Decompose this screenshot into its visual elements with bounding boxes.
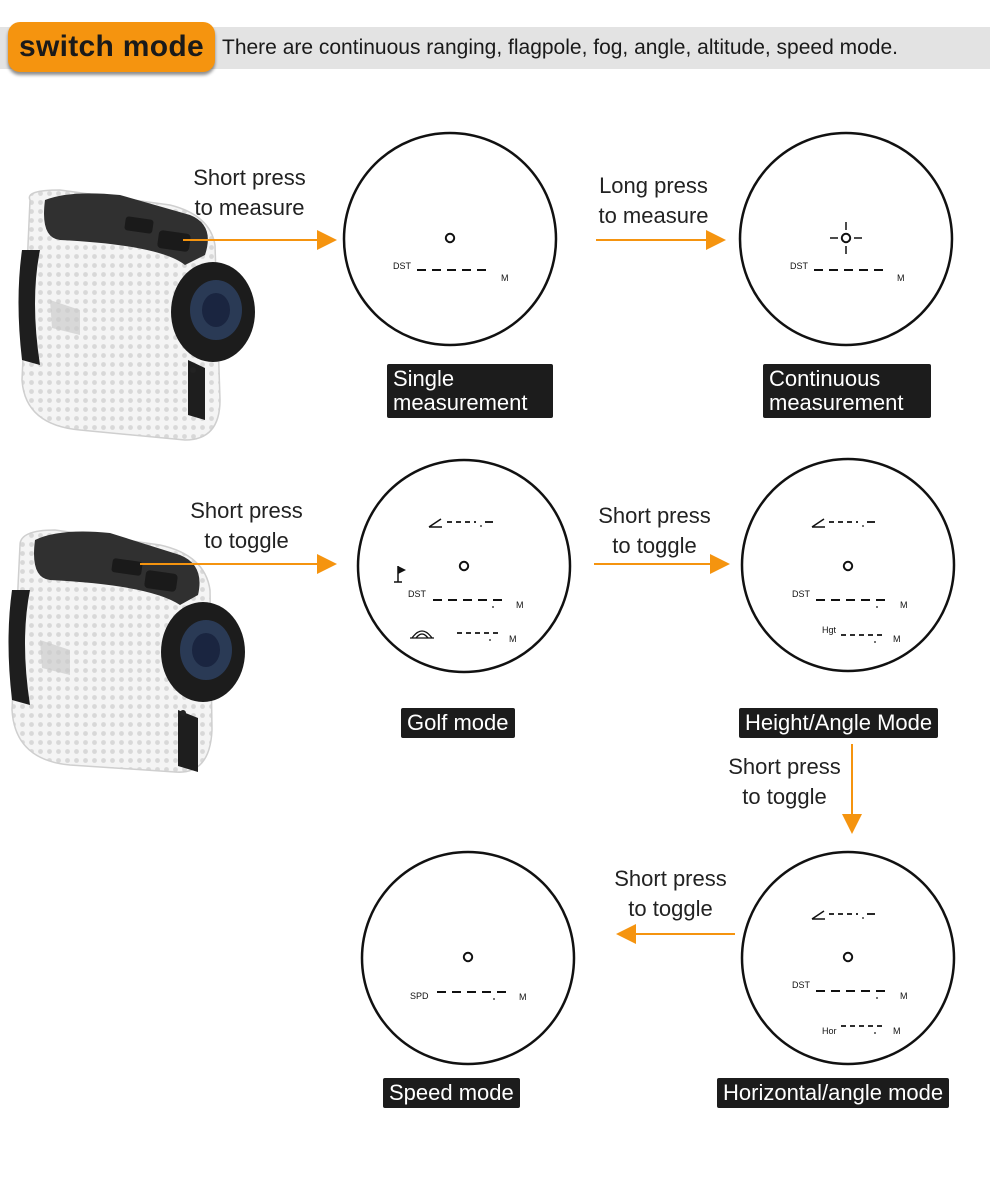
angle-icon xyxy=(428,518,442,528)
scope-unit-label: M xyxy=(900,600,908,610)
scope-unit-label: M xyxy=(900,991,908,1001)
scope-unit-label: M xyxy=(893,1026,901,1036)
scope-dst-label: DST xyxy=(408,589,427,599)
scope-hor-label: Hor xyxy=(822,1026,837,1036)
scope-unit-label: M xyxy=(501,273,509,283)
scope-unit-label: M xyxy=(509,634,517,644)
mode-label-horizontal: Horizontal/angle mode xyxy=(717,1078,950,1108)
mode-label-golf: Golf mode xyxy=(401,708,515,738)
scope-continuous: DST M xyxy=(738,131,954,347)
scope-unit-label: M xyxy=(897,273,905,283)
scope-dst-label: DST xyxy=(792,589,811,599)
rangefinder-device-1 xyxy=(18,189,255,441)
scope-dst-label: DST xyxy=(393,261,412,271)
scope-unit-label: M xyxy=(519,992,527,1002)
scope-speed: SPD M xyxy=(360,850,576,1066)
mode-label-height: Height/Angle Mode xyxy=(739,708,939,738)
angle-icon xyxy=(811,518,825,528)
scope-spd-label: SPD xyxy=(410,991,429,1001)
scope-dst-label: DST xyxy=(792,980,811,990)
crosshair-icon xyxy=(830,222,862,254)
fog-icon xyxy=(410,630,434,639)
angle-icon xyxy=(811,910,825,920)
scope-single: DST M xyxy=(342,131,558,347)
header-description: There are continuous ranging, flagpole, … xyxy=(222,36,898,59)
flag-icon xyxy=(394,566,406,583)
scope-horizontal: DST M Hor M xyxy=(740,850,956,1066)
scope-height: DST M Hgt M xyxy=(740,457,956,673)
switch-mode-badge: switch mode xyxy=(8,22,215,72)
mode-label-speed: Speed mode xyxy=(383,1078,520,1108)
scope-unit-label: M xyxy=(516,600,524,610)
scope-hgt-label: Hgt xyxy=(822,625,837,635)
scope-unit-label: M xyxy=(893,634,901,644)
scope-golf: DST M M xyxy=(356,458,572,674)
rangefinder-device-2 xyxy=(8,529,245,773)
scope-dst-label: DST xyxy=(790,261,809,271)
